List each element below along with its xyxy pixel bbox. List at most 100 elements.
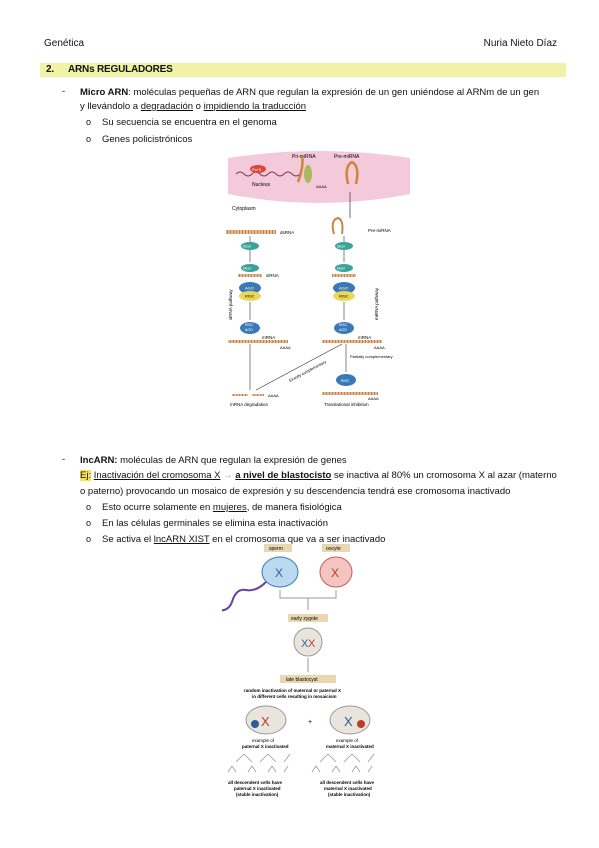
sperm-label: sperm [269,546,283,552]
bullet-marker: o [86,534,92,544]
all-desc-1c: (stable inactivation) [236,792,279,797]
mrna-right [322,340,382,343]
mrna-label-right: mRNA [358,335,371,340]
lncrna-b1a: Esto ocurre solamente en [102,502,213,513]
bullet-marker: o [86,134,92,144]
all-desc-2c: (stable inactivation) [328,792,371,797]
dicer-label-right: Dicer [337,245,346,249]
pre-mirna-label: Pre-miRNA [334,154,360,160]
example-rest: se inactiva al 80% un cromosoma X al aza… [331,470,557,481]
aaaa-left: AAAA [280,345,291,350]
mirna-impidiendo: impidiendo la traducción [203,101,307,112]
lncrna-def: moléculas de ARN que regulan la expresió… [117,455,347,466]
section-title: ARNs REGULADORES [68,64,173,75]
pri-mirna-hairpin [296,155,304,183]
sperm-tag [264,544,292,552]
mrna-left [228,340,288,343]
list-dash: - [62,454,66,465]
pre-mirna-hairpin [345,160,359,185]
header-right: Nuria Nieto Díaz [483,38,557,49]
ago-label-left: AGO [245,286,254,291]
active-x-maternal: X [261,714,270,729]
section-number: 2. [46,64,54,75]
oocyte-x-chromosome: X [331,566,339,580]
mirna-def-2a: y llevándolo a [80,101,141,112]
example-2-a: example of [336,738,359,743]
mirna-def-1: : moléculas pequeñas de ARN que regulan … [128,87,540,98]
lncrna-example-line2: o paterno) provocando un mosaico de expr… [80,486,511,497]
cytoplasm-label: Cytoplasm [232,206,256,212]
mirna-pathway-figure: Pol II Pri-miRNA Pre-miRNA AAAA Nucleus … [226,151,410,407]
dsrna-label: dsRNA [280,230,294,235]
pre-mirna-label-2: Pre-miRNA [368,228,391,233]
drosha-shape [304,165,312,183]
risc-shape-left [239,291,261,301]
pol-ii-shape [250,165,266,173]
lncrna-b1c: , de manera fisiológica [246,502,342,513]
dicer-shape-left [241,242,259,250]
dicer-label-left: Dicer [243,245,252,249]
mrna-label-left: mRNA [262,335,275,340]
inactivation-text: Inactivación del cromosoma X [93,470,221,481]
sperm-cell [261,556,299,588]
aaaa-bottom-left: AAAA [268,393,279,398]
risc-label-right: RISC [339,294,349,299]
risc-translation [336,374,356,386]
risc-label-bottom: RISC [341,379,350,383]
risc-label-left: RISC [245,294,255,299]
zygote-tag [288,614,328,622]
zygote-x-paternal: X [301,638,309,650]
random-line-2: in different cells resulting in mosaicis… [252,694,337,699]
mirna-bullet-2: Genes policistrónicos [102,134,193,145]
blastocyst-label: late blastocyst [286,677,318,683]
sperm-tail [222,581,267,612]
risc-shape-right [333,291,355,301]
degraded-fragment-1 [232,394,248,396]
list-dash: - [62,86,66,97]
blastocyst-tag [280,675,336,683]
mirna-def-2c: o [193,101,204,112]
sirna-label: siRNA [266,273,279,278]
risc-mrna-left [240,322,260,334]
sirna-duplex [238,274,262,277]
example-1-b: paternal X inactivated [242,744,289,749]
ago-label-left-2: AGO [245,328,253,332]
pol-ii-label: Pol II [252,167,261,172]
nucleus-shape [228,151,410,203]
dicer-shape-right-2 [335,264,353,272]
dicer-label-right-2: Dicer [337,267,346,271]
aaaa-label: AAAA [316,184,327,189]
ej-label: Ej: [80,470,92,481]
dicer-shape-left-2 [241,264,259,272]
barr-body-paternal [251,720,259,728]
plus-sign: + [308,719,312,726]
risc-mrna-right [334,322,354,334]
x-inactivation-figure: sperm oocyte X X early zygote X X late b… [222,544,375,797]
header-left: Genética [44,38,85,49]
risc-label-right-2: RISC [339,323,348,327]
lncrna-bullet-1: Esto ocurre solamente en mujeres, de man… [102,501,342,514]
lncrna-paragraph: lncARN: moléculas de ARN que regulan la … [80,454,347,467]
mirna-bullet-1: Su secuencia se encuentra en el genoma [102,117,277,128]
oocyte-tag [322,544,350,552]
sirna-pathway-label: siRNA pathway [228,289,233,320]
mirna-duplex [332,274,356,277]
example-1-a: example of [252,738,275,743]
ago-shape-right [333,282,355,294]
dicer-label-left-2: Dicer [243,267,252,271]
all-desc-2a: all descendent cells have [320,780,375,785]
arrow-exact [255,343,343,391]
mirna-term: Micro ARN [80,87,129,98]
oocyte-cell [319,556,353,588]
all-desc-2b: maternal X inactivated [324,786,372,791]
translation-label: Translational inhibition [324,402,369,407]
mirna-paragraph-line2: y llevándolo a degradación o impidiendo … [80,100,306,113]
bullet-marker: o [86,518,92,528]
aaaa-right: AAAA [374,345,385,350]
lncrna-term: lncARN: [80,455,118,466]
risc-label-left-2: RISC [245,323,254,327]
random-line-1: random inactivation of maternal or pater… [244,688,341,693]
mirna-pathway-label: miRNA pathway [374,287,379,320]
pre-mirna-cytoplasm [331,216,344,235]
